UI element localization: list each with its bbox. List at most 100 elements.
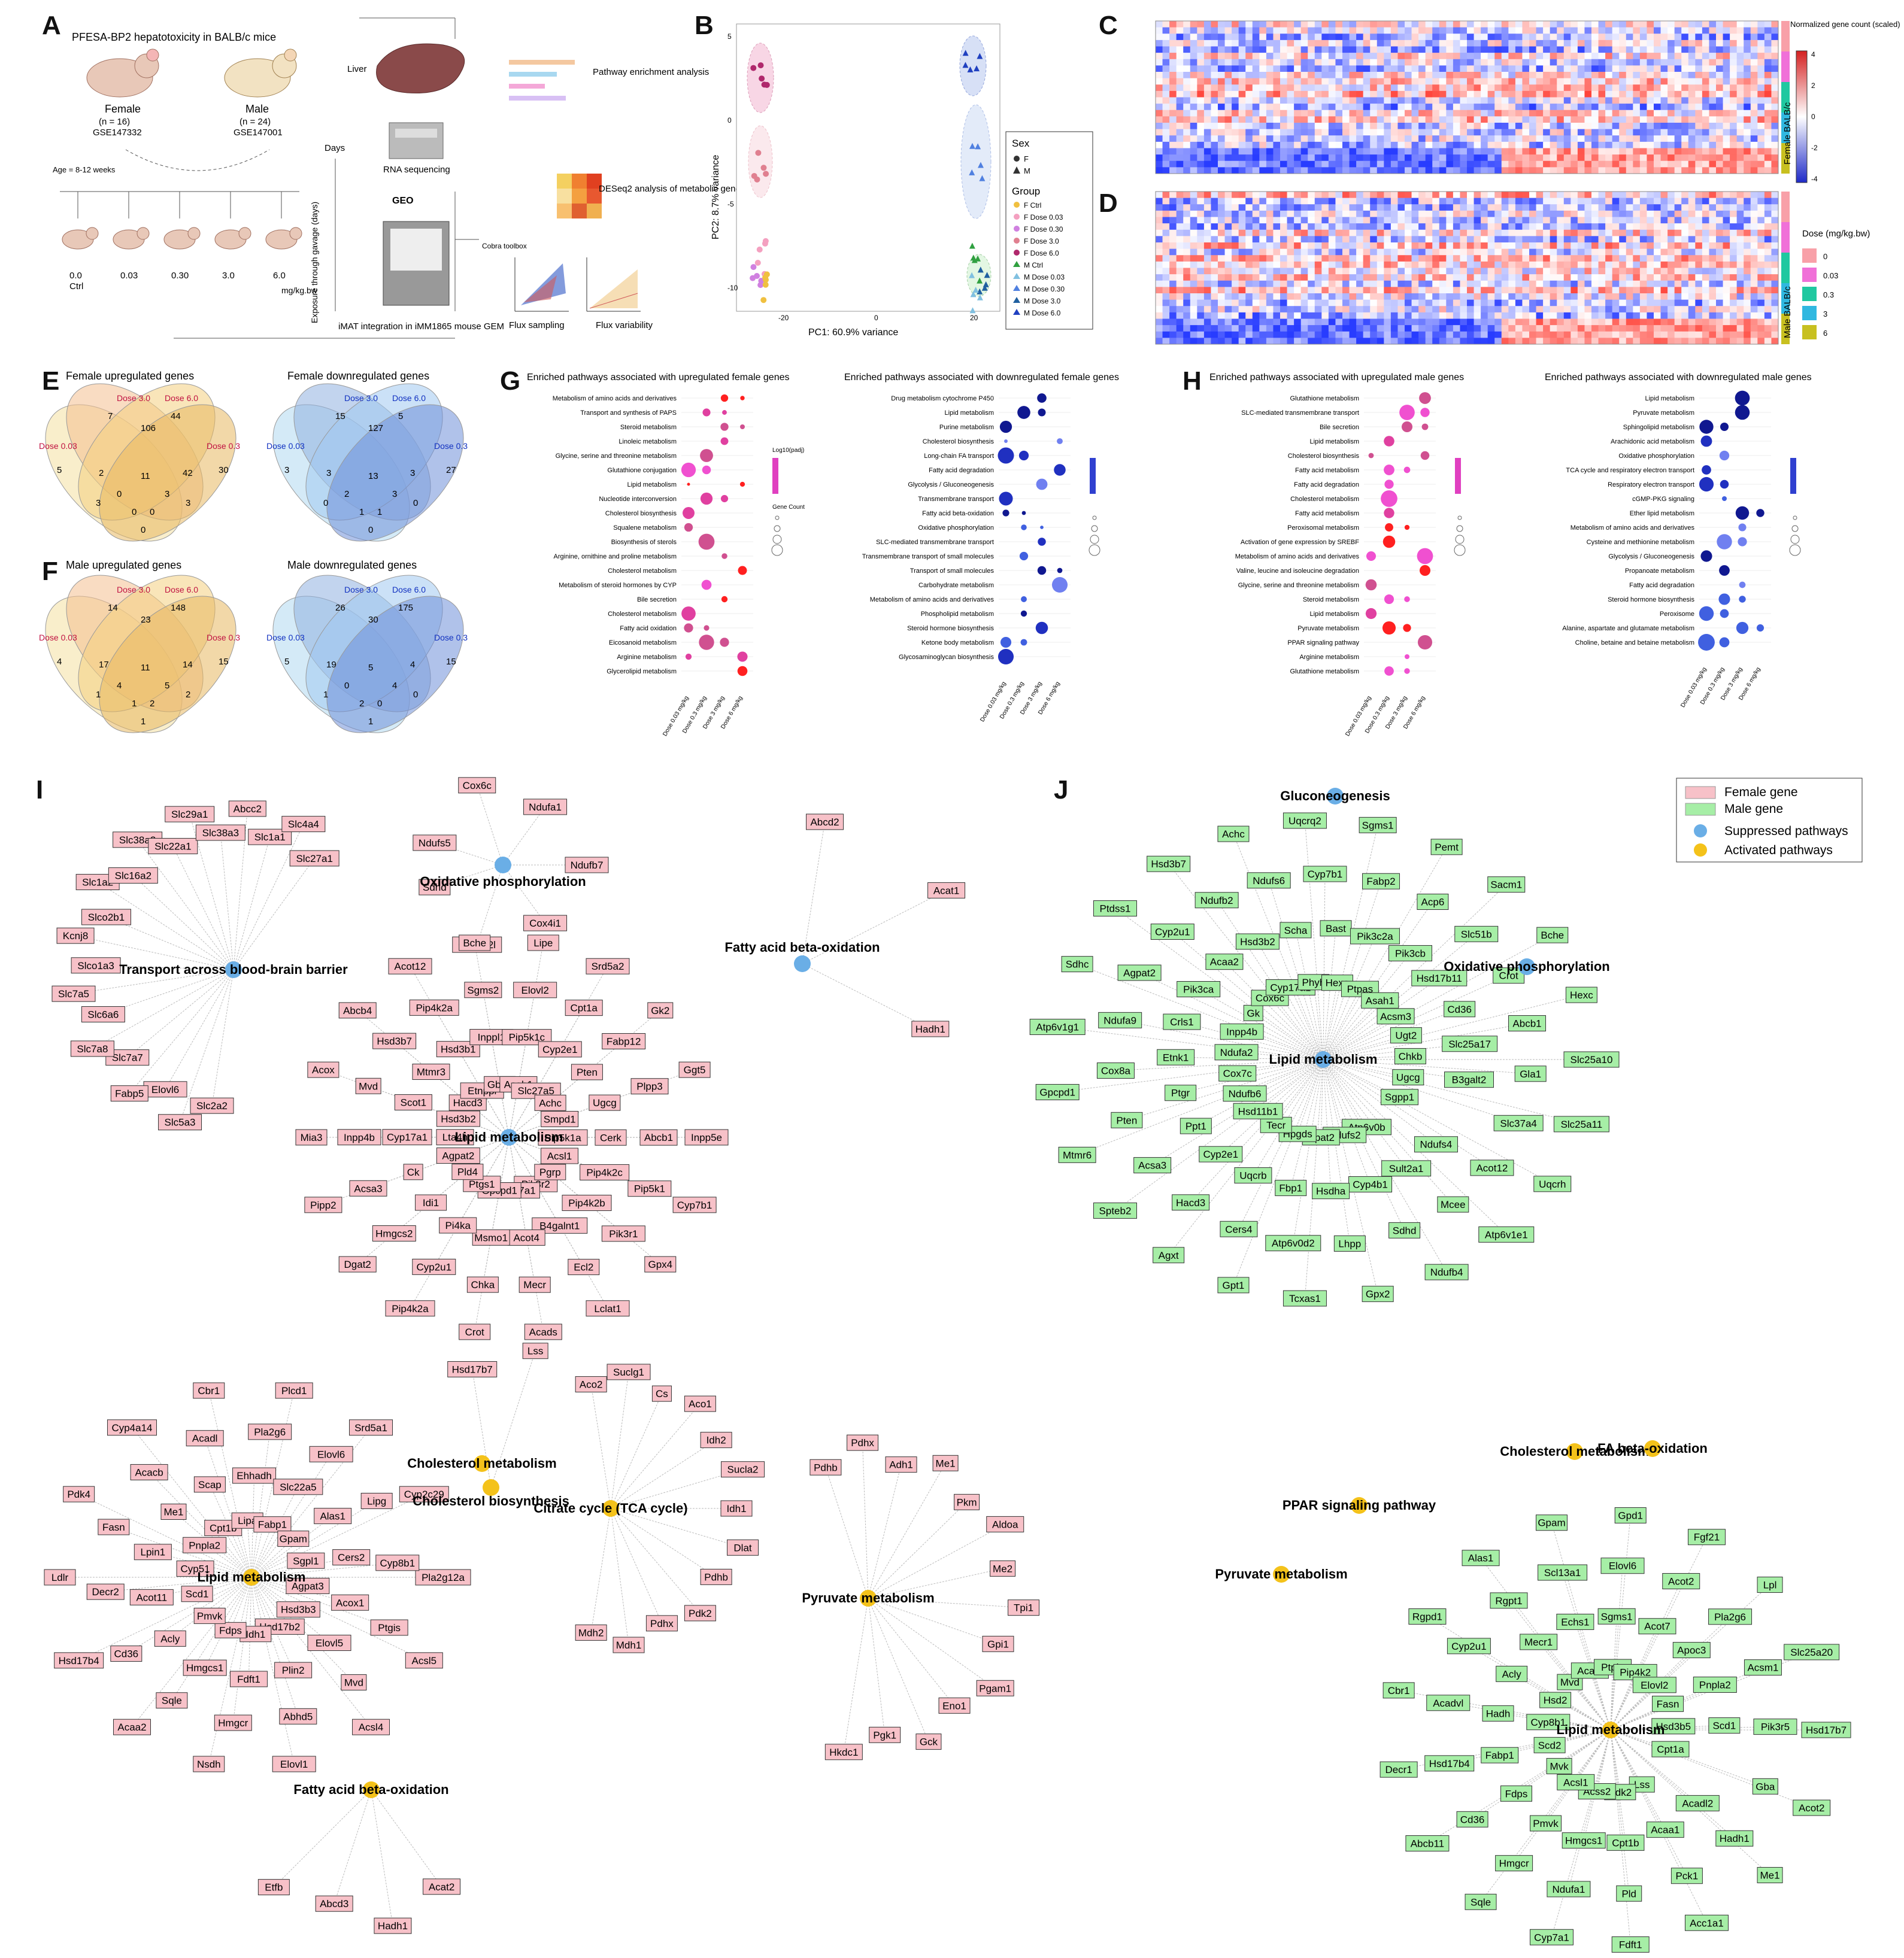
gene-label: Ugt2 xyxy=(1395,1030,1417,1042)
gene-label: Echs1 xyxy=(1561,1616,1589,1628)
gene-label: Ecl2 xyxy=(574,1262,593,1273)
gene-label: Lipa xyxy=(238,1515,257,1526)
gene-node xyxy=(1600,1558,1645,1574)
gene-node xyxy=(1392,1069,1424,1086)
gene-label: Ck xyxy=(407,1167,420,1178)
enrichment-dot xyxy=(1038,538,1046,546)
venn-count: 42 xyxy=(183,468,193,478)
gene-node xyxy=(1437,1196,1469,1213)
gene-node xyxy=(1214,1044,1259,1061)
pca-point xyxy=(977,277,983,284)
gene-label: Me1 xyxy=(163,1506,183,1517)
panel-label-c: C xyxy=(1099,11,1118,40)
gene-node xyxy=(540,1148,578,1164)
gene-label: Dgat2 xyxy=(344,1259,371,1270)
pca-y-tick: 0 xyxy=(727,116,732,125)
gene-node xyxy=(1456,1811,1488,1828)
gene-label: Lta4h xyxy=(442,1132,468,1143)
gene-node xyxy=(684,1395,716,1412)
gene-node xyxy=(349,1419,393,1436)
gene-label: Slco2b1 xyxy=(88,912,125,923)
gene-node xyxy=(1194,892,1239,909)
gene-node xyxy=(451,1164,484,1180)
rnaseq-label: RNA sequencing xyxy=(383,165,450,175)
pathway-hub-label: Cholesterol metabolism xyxy=(1500,1444,1649,1459)
gene-label: Abcb1 xyxy=(1512,1018,1541,1030)
gene-label: Slc5a3 xyxy=(165,1117,196,1128)
gene-label: Crls1 xyxy=(1170,1016,1194,1028)
venn-count: 5 xyxy=(57,465,62,475)
pca-ylabel: PC2: 8.7% variance xyxy=(711,154,721,239)
gene-node xyxy=(314,1508,352,1525)
gene-node xyxy=(436,1148,480,1164)
gene-node xyxy=(1093,1202,1137,1219)
enrichment-dot xyxy=(1717,534,1732,550)
gene-label: Hmgcs1 xyxy=(1565,1835,1602,1847)
gene-node xyxy=(1283,812,1327,829)
pca-point xyxy=(763,271,770,278)
venn-set-label: Dose 6.0 xyxy=(392,585,426,594)
venn-count: 44 xyxy=(171,411,181,421)
gene-label: Slc22a5 xyxy=(280,1482,316,1493)
gene-label: Pkm xyxy=(957,1496,977,1508)
gene-label: Atp6v1e1 xyxy=(1485,1229,1528,1240)
dose-group-bar xyxy=(1781,222,1790,253)
gene-node xyxy=(1382,1682,1415,1699)
legend-group-item: F Ctrl xyxy=(1024,201,1041,210)
gene-label: Hmgcr xyxy=(1499,1858,1529,1869)
gene-label: Ndufb4 xyxy=(1430,1267,1463,1278)
enrichment-dot xyxy=(739,481,745,487)
gene-node xyxy=(1093,900,1137,917)
gene-label: Acacb xyxy=(135,1467,163,1478)
gene-label: Pipp2 xyxy=(310,1200,336,1211)
enrichment-dot xyxy=(1699,420,1714,434)
legend-size-dot xyxy=(1791,525,1799,532)
legend-size-dot xyxy=(1789,544,1801,556)
liver-label: Liver xyxy=(347,64,367,74)
gene-label: Slc4a4 xyxy=(288,819,319,830)
gene-node xyxy=(459,1323,491,1340)
gene-label: Ptgs1 xyxy=(469,1179,495,1190)
enrichment-dot xyxy=(1720,609,1729,618)
gene-label: Lhpp xyxy=(1338,1238,1361,1249)
gene-node xyxy=(1150,923,1194,940)
gene-node xyxy=(466,1276,499,1293)
gene-node xyxy=(176,1561,214,1577)
gene-node xyxy=(1275,1180,1307,1197)
gene-label: Sgms1 xyxy=(1601,1611,1633,1622)
gene-label: Scd2 xyxy=(1538,1740,1562,1751)
legend-sex-f: F xyxy=(1024,154,1029,163)
pathway-label: Eicosanoid metabolism xyxy=(609,639,677,646)
gene-label: Pgrp xyxy=(539,1167,561,1178)
gene-label: Mdh2 xyxy=(578,1627,604,1638)
gene-node xyxy=(403,1164,423,1180)
enrichment-dot xyxy=(739,424,745,430)
gene-node xyxy=(1408,1608,1447,1625)
gene-label: Achc xyxy=(1222,828,1245,840)
enrichment-dot xyxy=(1057,567,1063,573)
heatmap-cell xyxy=(572,204,587,218)
dose-group-bar xyxy=(1781,113,1790,143)
gene-label: Hsd2 xyxy=(1544,1695,1568,1706)
gene-node xyxy=(1508,1015,1547,1032)
gene-node xyxy=(193,1476,226,1493)
gene-label: Cers2 xyxy=(338,1552,365,1564)
gene-label: Slc37a4 xyxy=(1500,1118,1536,1129)
pathway-label: Choline, betaine and betaine metabolism xyxy=(1575,639,1694,646)
venn-count: 30 xyxy=(368,615,378,625)
legend-size-dot xyxy=(1455,535,1465,544)
gene-label: Cpt1a xyxy=(1657,1744,1684,1755)
dose-legend-swatch xyxy=(1802,268,1817,282)
enrichment-dot xyxy=(1054,464,1066,476)
gene-label: Ptgr xyxy=(1171,1088,1190,1099)
gene-node xyxy=(602,1033,646,1049)
venn-count: 15 xyxy=(446,657,456,667)
gene-node xyxy=(1662,1573,1700,1589)
gene-node xyxy=(527,934,559,951)
dose-group-bar xyxy=(1781,82,1790,113)
gene-node xyxy=(415,1194,447,1211)
enrichment-dot xyxy=(1057,438,1063,444)
venn-count: 3 xyxy=(410,468,415,478)
gene-label: Pik3r1 xyxy=(609,1228,638,1240)
network-legend: Female gene Male gene Suppressed pathway… xyxy=(1676,778,1863,863)
